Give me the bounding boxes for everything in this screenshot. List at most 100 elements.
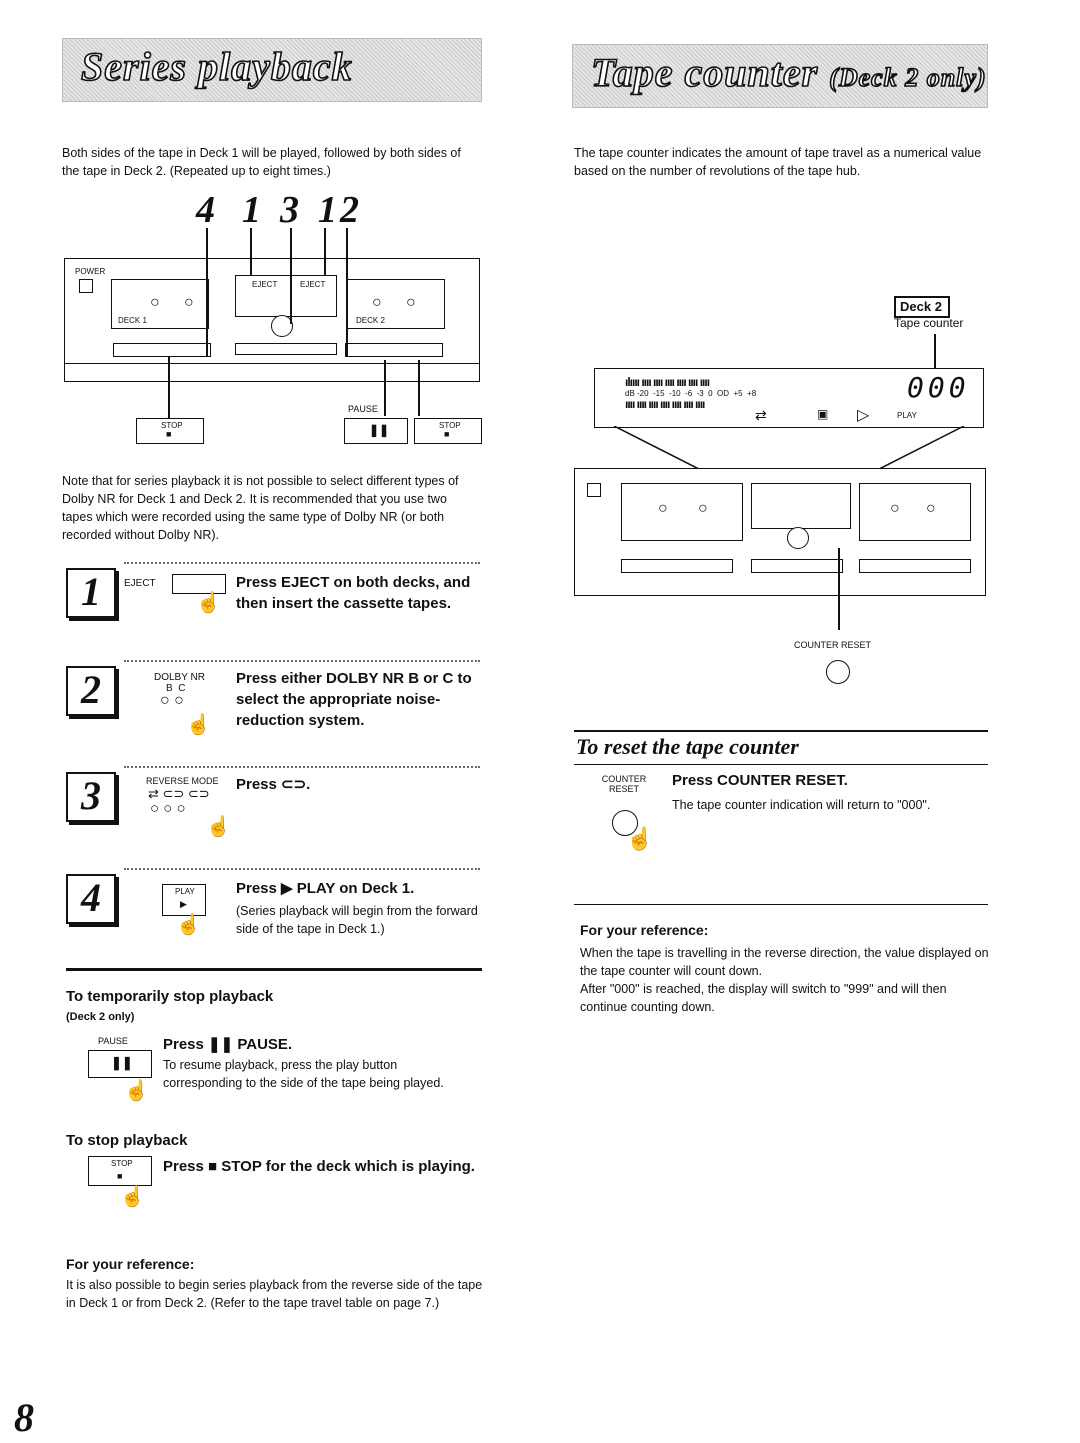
callout-line-3 bbox=[290, 228, 292, 324]
series-intro: Both sides of the tape in Deck 1 will be… bbox=[62, 146, 461, 178]
temp-stop-subheading: (Deck 2 only) bbox=[66, 1011, 135, 1023]
reverse-mode-buttons: ○ ○ ○ bbox=[150, 800, 186, 817]
reverse-mode-label: REVERSE MODE bbox=[146, 776, 219, 786]
step2-divider bbox=[124, 660, 480, 662]
section-rule-right bbox=[574, 730, 988, 732]
r-deck2-window: ○ ○ bbox=[859, 483, 971, 541]
step3-number: 3 bbox=[66, 772, 116, 822]
step2-number: 2 bbox=[66, 666, 116, 716]
tape-counter-pointer bbox=[934, 334, 936, 370]
pause-key-diagram: ❚❚ bbox=[344, 418, 408, 444]
callout-1a: 1 bbox=[242, 189, 261, 231]
tape-counter-label: Tape counter bbox=[894, 316, 964, 330]
hand-icon-stop: ☝ bbox=[120, 1186, 145, 1208]
pause-line bbox=[384, 360, 386, 416]
tape-counter-title-main: Tape counter bbox=[590, 49, 819, 96]
knob bbox=[271, 315, 293, 337]
r-reel-1: ○ bbox=[658, 500, 668, 517]
deck-base-line bbox=[65, 363, 479, 364]
callout-4: 4 bbox=[196, 189, 215, 231]
section-rule-right-3 bbox=[574, 904, 988, 905]
step1-number: 1 bbox=[66, 568, 116, 618]
counter-digits: 000 bbox=[907, 371, 970, 404]
callout-line-2 bbox=[346, 228, 348, 356]
step1-divider bbox=[124, 562, 480, 564]
r-reel-4: ○ bbox=[926, 500, 936, 517]
series-note: Note that for series playback it is not … bbox=[62, 474, 459, 542]
r-deck1-keys bbox=[621, 559, 733, 573]
reset-button-icon bbox=[612, 810, 638, 836]
left-reference-heading: For your reference: bbox=[66, 1256, 195, 1272]
eject-key-label: EJECT bbox=[124, 578, 156, 589]
stop-line-1 bbox=[168, 356, 170, 418]
counter-reset-caption: COUNTER RESET bbox=[794, 640, 872, 650]
deck-diagram-right: ○ ○ ○ ○ bbox=[574, 468, 986, 596]
eject-label-2: EJECT bbox=[300, 280, 326, 289]
counter-reset-button-icon bbox=[826, 660, 850, 684]
hand-icon-step2: ☝ bbox=[186, 714, 211, 736]
reset-detail: The tape counter indication will return … bbox=[672, 798, 931, 812]
right-reference-heading: For your reference: bbox=[580, 922, 709, 938]
reverse-mode-icons: ⇄ ⊂⊃ ⊂⊃ bbox=[148, 786, 210, 801]
left-reference-text: It is also possible to begin series play… bbox=[66, 1278, 483, 1310]
play-key: PLAY ▶ bbox=[162, 884, 206, 916]
stop-icon-2: ■ bbox=[444, 429, 450, 439]
level-meter-bars: ılıııı ıııı ıııı ıııı ıııı ıııı ıııı bbox=[625, 375, 710, 389]
stop-instruction: Press ■ STOP for the deck which is playi… bbox=[163, 1158, 475, 1175]
series-playback-banner: Series playback bbox=[62, 38, 482, 102]
pause-icon-1: ❚❚ bbox=[369, 423, 390, 437]
reel-left: ○ bbox=[150, 294, 160, 311]
hand-icon-step3: ☝ bbox=[206, 816, 231, 838]
r-reel-3: ○ bbox=[890, 500, 900, 517]
step2-text: Press either DOLBY NR B or C to select t… bbox=[236, 670, 472, 729]
b-indicator-icon: ▣ bbox=[817, 407, 829, 421]
play-key-label: PLAY bbox=[175, 887, 195, 896]
power-button bbox=[79, 279, 93, 293]
pause-detail: To resume playback, press the play butto… bbox=[163, 1058, 444, 1090]
dolby-buttons-icon: ○ ○ bbox=[160, 692, 184, 709]
callout-2: 2 bbox=[340, 189, 359, 231]
dolby-key-label: DOLBY NR bbox=[154, 672, 205, 683]
level-meter-bars-2: ıııı ıııı ıııı ıııı ıııı ıııı ıııı bbox=[625, 397, 705, 411]
stop-key-deck1: STOP ■ bbox=[136, 418, 204, 444]
deck1-keys bbox=[113, 343, 211, 357]
callout-line-1a bbox=[250, 228, 252, 276]
reel-left-2: ○ bbox=[372, 294, 382, 311]
fl-display: ılıııı ıııı ıııı ıııı ıııı ıııı ıııı dB … bbox=[594, 368, 984, 428]
deck2-window: ○ ○ DECK 2 bbox=[347, 279, 445, 329]
tape-counter-title: Tape counter (Deck 2 only) bbox=[590, 49, 987, 96]
step3-text: Press ⊂⊃. bbox=[236, 776, 311, 793]
stop-key-label-2: STOP bbox=[439, 421, 461, 430]
deck2-keys bbox=[345, 343, 443, 357]
reset-key-label: COUNTER RESET bbox=[601, 774, 647, 794]
stop-key-label: STOP bbox=[111, 1159, 133, 1168]
series-playback-title: Series playback bbox=[80, 43, 353, 90]
temp-stop-heading: To temporarily stop playback bbox=[66, 988, 274, 1005]
right-reference-line2: After "000" is reached, the display will… bbox=[580, 982, 947, 1014]
stop-key: STOP ■ bbox=[88, 1156, 152, 1186]
tape-counter-intro: The tape counter indicates the amount of… bbox=[574, 146, 982, 178]
r-reel-2: ○ bbox=[698, 500, 708, 517]
page-number: 8 bbox=[14, 1395, 34, 1440]
hand-icon-step4: ☝ bbox=[176, 914, 201, 936]
pause-callout-label: PAUSE bbox=[348, 404, 378, 414]
step4-text: Press ▶ PLAY on Deck 1. bbox=[236, 880, 415, 897]
hand-icon-pause: ☝ bbox=[124, 1080, 149, 1102]
tape-counter-banner: Tape counter (Deck 2 only) bbox=[572, 44, 988, 108]
stop-heading: To stop playback bbox=[66, 1132, 188, 1149]
deck1-label: DECK 1 bbox=[118, 316, 147, 325]
r-center-keys bbox=[751, 559, 843, 573]
section-rule-left bbox=[66, 968, 482, 971]
reset-heading: To reset the tape counter bbox=[576, 734, 799, 759]
r-center-panel bbox=[751, 483, 851, 529]
stop-key-label-1: STOP bbox=[161, 421, 183, 430]
deck2-tag-label: Deck 2 bbox=[900, 299, 942, 314]
center-panel: EJECT EJECT bbox=[235, 275, 337, 317]
deck2-label: DECK 2 bbox=[356, 316, 385, 325]
stop-icon-1: ■ bbox=[166, 429, 172, 439]
section-rule-right-2 bbox=[574, 764, 988, 765]
callout-line-4 bbox=[206, 228, 208, 356]
step4-divider bbox=[124, 868, 480, 870]
dolby-key-sub: B C bbox=[166, 683, 186, 694]
step1-text: Press EJECT on both decks, and then inse… bbox=[236, 574, 471, 612]
